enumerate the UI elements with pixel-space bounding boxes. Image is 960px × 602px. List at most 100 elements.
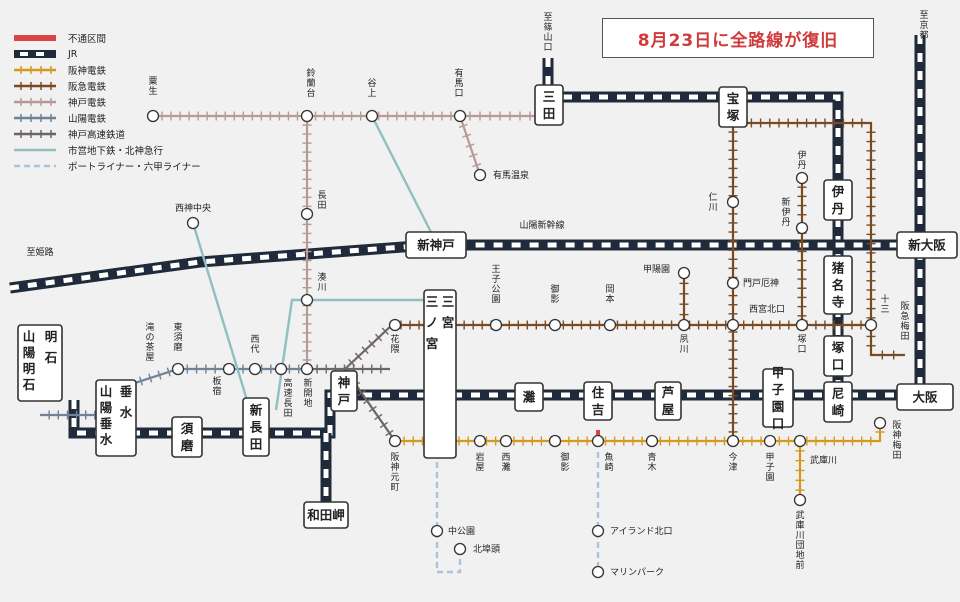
svg-text:長: 長 [317, 190, 326, 201]
station-node-oji [489, 318, 503, 332]
station-node-uozaki [591, 434, 605, 448]
label-shinkaichi: 新開地 [303, 377, 312, 409]
jr-line-swatch [14, 50, 56, 58]
hankyu-koyo-line [679, 273, 689, 325]
station-nodes: 三田宝塚伊丹猪名寺塚口尼崎新神戸新大阪大阪甲子園口芦屋住吉灘神戸和田岬新長田須磨… [17, 84, 958, 579]
station-box-takarazuka: 宝塚 [718, 86, 748, 128]
label-shinitami: 新伊丹 [781, 196, 790, 228]
svg-text:屋: 屋 [145, 352, 154, 363]
svg-text:梅: 梅 [900, 320, 909, 332]
label-itayado: 板宿 [212, 375, 221, 397]
svg-text:崎: 崎 [832, 403, 845, 418]
svg-text:山: 山 [23, 329, 36, 344]
svg-text:津: 津 [728, 462, 737, 473]
svg-text:木: 木 [647, 461, 656, 473]
kosoku-line-swatch [14, 130, 56, 138]
station-box-shinkobe: 新神戸 [405, 231, 467, 259]
station-node-arimaonsen [473, 168, 487, 182]
port-liner [435, 452, 462, 574]
svg-text:明: 明 [23, 361, 36, 376]
svg-text:吉: 吉 [592, 402, 605, 417]
svg-text:隈: 隈 [390, 344, 399, 355]
svg-text:今: 今 [728, 451, 737, 463]
svg-text:田: 田 [892, 450, 901, 461]
railway-lines [9, 35, 940, 574]
station-node-umeda_hs [873, 416, 887, 430]
legend-item-jr: JR [14, 46, 201, 62]
label-nishinada: 西灘 [501, 452, 510, 473]
svg-text:宿: 宿 [212, 385, 221, 397]
label-nakakoen: 中公園 [448, 525, 475, 537]
station-node-kitafuto [453, 542, 467, 556]
label-mikage-hs: 御影 [560, 451, 569, 473]
svg-text:甲: 甲 [772, 365, 785, 380]
station-node-shinitami [795, 221, 809, 235]
direction-himeji: 至姫路 [26, 246, 53, 258]
label-awaku: 粟生 [148, 76, 157, 97]
station-box-shinnagata: 新長田 [242, 397, 270, 457]
station-box-wadamisaki: 和田岬 [303, 501, 349, 529]
svg-text:磨: 磨 [180, 438, 194, 453]
svg-text:板: 板 [212, 375, 221, 387]
label-nigawa: 仁川 [708, 191, 717, 213]
svg-text:宮: 宮 [426, 336, 439, 351]
station-node-higashisuma [171, 362, 185, 376]
svg-text:ノ: ノ [426, 315, 439, 330]
svg-text:花: 花 [390, 333, 399, 345]
station-node-minatogawa [300, 293, 314, 307]
svg-text:岡: 岡 [605, 284, 614, 295]
label-juso: 十三 [880, 293, 889, 315]
legend-label-sanyo: 山陽電鉄 [68, 114, 107, 125]
station-box-kobe: 神戸 [330, 370, 358, 412]
svg-text:元: 元 [390, 473, 399, 483]
svg-text:宝: 宝 [727, 91, 740, 106]
station-node-suzurandai [300, 109, 314, 123]
station-node-mikage_hs [548, 434, 562, 448]
svg-text:地: 地 [795, 549, 804, 561]
svg-text:尼: 尼 [832, 386, 845, 401]
svg-text:武: 武 [795, 509, 804, 521]
legend-item-hanshin: 阪神電鉄 [14, 62, 201, 78]
label-okamoto: 岡本 [605, 284, 614, 305]
station-node-itayado [222, 362, 236, 376]
svg-text:口: 口 [772, 416, 785, 431]
svg-text:三: 三 [426, 294, 439, 309]
svg-text:須: 須 [180, 421, 194, 436]
svg-text:園: 園 [491, 294, 500, 305]
sanyo-line-swatch [14, 114, 56, 122]
svg-text:石: 石 [22, 377, 36, 392]
station-node-shinkaichi [300, 362, 314, 376]
kobe-dentetsu-swatch [14, 98, 56, 106]
legend-item-sanyo: 山陽電鉄 [14, 110, 201, 126]
svg-text:塚: 塚 [727, 108, 740, 123]
legend-label-jr: JR [68, 48, 78, 60]
station-box-tsukaguchi: 塚口 [823, 335, 853, 377]
svg-text:宮: 宮 [442, 315, 455, 330]
label-arimaonsen: 有馬温泉 [493, 169, 529, 181]
svg-text:青: 青 [647, 451, 656, 463]
legend-label-kobe: 神戸電鉄 [68, 98, 107, 109]
svg-text:口: 口 [454, 89, 463, 99]
svg-text:影: 影 [560, 462, 569, 473]
closed-section-swatch [14, 35, 56, 41]
legend-label-portliner: ポートライナー・六甲ライナー [68, 162, 201, 173]
svg-text:王: 王 [491, 264, 500, 275]
label-marine-park: マリンパーク [610, 567, 664, 578]
svg-text:仁: 仁 [708, 191, 717, 203]
legend-label-closed: 不通区間 [68, 34, 107, 45]
legend-item-hankyu: 阪急電鉄 [14, 78, 201, 94]
kobe-dentetsu-sanda-line [460, 111, 540, 121]
svg-text:伊: 伊 [797, 149, 806, 161]
legend-item-closed: 不通区間 [14, 30, 201, 46]
hankyu-takarazuka-line [733, 118, 905, 360]
svg-text:子: 子 [765, 462, 774, 473]
svg-text:芦: 芦 [662, 385, 675, 400]
hankyu-itami-line [797, 178, 807, 325]
svg-text:生: 生 [148, 85, 157, 97]
svg-text:甲: 甲 [765, 452, 774, 463]
svg-text:三: 三 [543, 89, 556, 104]
label-nishinomiya-kitaguchi: 西宮北口 [749, 303, 785, 315]
svg-text:口: 口 [832, 357, 845, 372]
